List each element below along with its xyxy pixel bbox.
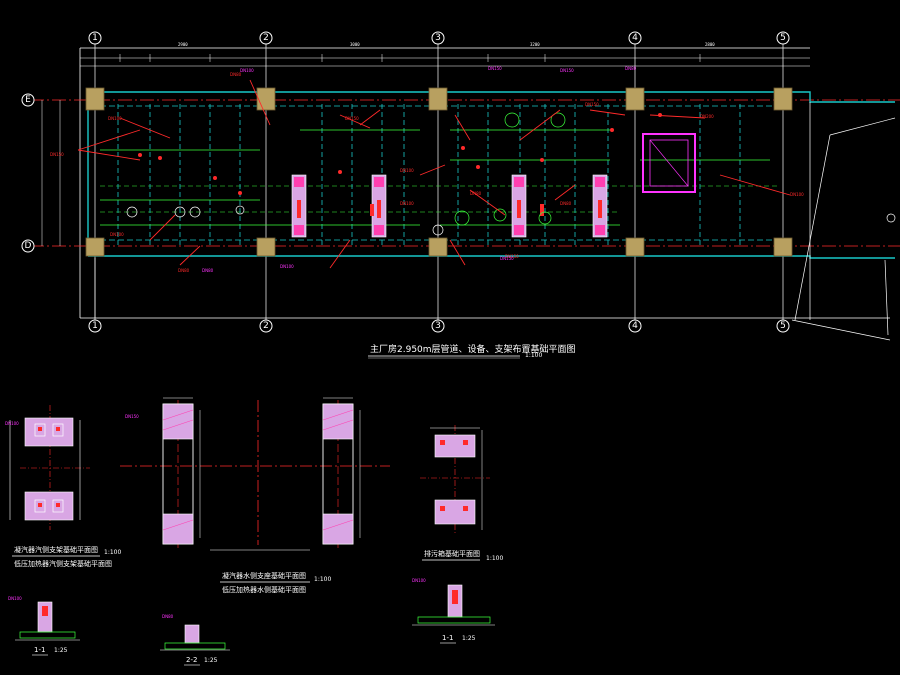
svg-text:DN100: DN100 (280, 264, 294, 269)
detail-middle: DN150 凝汽器水侧支座基础平面图 低压加热器水侧基础平面图 1:100 (120, 397, 390, 594)
svg-text:DN150: DN150 (560, 68, 574, 73)
svg-text:DN80: DN80 (470, 191, 482, 196)
top-dim-4: 2800 (705, 42, 715, 47)
svg-text:DN100: DN100 (400, 168, 414, 173)
section-3-label: 1-1 (442, 634, 453, 642)
grid-axis-bottom: 1 2 3 4 5 (88, 319, 790, 333)
main-plan: DN150 DN100 DN80 DN150 DN100 DN80 DN80 D… (21, 31, 900, 359)
detail-right-scale: 1:100 (486, 555, 503, 562)
section-1: DN100 1-1 1:25 (8, 596, 80, 656)
svg-text:4: 4 (632, 321, 638, 331)
svg-text:2: 2 (263, 321, 269, 331)
section-2-label: 2-2 (186, 656, 197, 664)
section-2: DN80 2-2 1:25 (160, 614, 230, 666)
grid-row-labels: E D (21, 93, 35, 253)
detail-left-title-1: 凝汽器汽侧支架基础平面图 (14, 545, 98, 554)
svg-text:DN80: DN80 (230, 72, 242, 77)
top-dim-3: 3200 (530, 42, 540, 47)
detail-left-title-2: 低压加热器汽侧支架基础平面图 (14, 559, 112, 568)
detail-mid-title-1: 凝汽器水侧支座基础平面图 (222, 571, 306, 580)
svg-text:DN80: DN80 (625, 66, 637, 71)
grid-axis-top: 1 2 3 4 5 (88, 31, 790, 45)
detail-left: DN100 凝汽器汽侧支架基础平面图 低压加热器汽侧支架基础平面图 1:100 (5, 405, 121, 568)
svg-text:DN200: DN200 (700, 114, 714, 119)
svg-text:DN100: DN100 (412, 578, 426, 583)
svg-text:DN100: DN100 (5, 421, 19, 426)
svg-text:DN150: DN150 (505, 254, 519, 259)
section-1-label: 1-1 (34, 646, 45, 654)
section-2-scale: 1:25 (204, 657, 218, 664)
svg-text:DN150: DN150 (500, 256, 514, 261)
section-3: DN100 1-1 1:25 (412, 578, 495, 644)
detail-mid-title-2: 低压加热器水侧基础平面图 (222, 585, 306, 594)
main-plan-scale: 1:100 (525, 352, 542, 359)
detail-right: 排污箱基础平面图 1:100 (420, 425, 503, 562)
detail-mid-scale: 1:100 (314, 576, 331, 583)
svg-text:DN150: DN150 (345, 116, 359, 121)
section-1-scale: 1:25 (54, 647, 68, 654)
svg-text:D: D (25, 241, 32, 251)
main-plan-title: 主厂房2.950m层管道、设备、支架布置基础平面图 (370, 343, 576, 355)
svg-text:DN150: DN150 (50, 152, 64, 157)
svg-text:DN100: DN100 (240, 68, 254, 73)
svg-text:DN80: DN80 (162, 614, 174, 619)
svg-text:5: 5 (780, 33, 786, 43)
svg-text:2: 2 (263, 33, 269, 43)
svg-text:DN150: DN150 (488, 66, 502, 71)
svg-text:5: 5 (780, 321, 786, 331)
svg-text:DN80: DN80 (178, 268, 190, 273)
svg-text:DN150: DN150 (585, 102, 599, 107)
svg-text:DN100: DN100 (790, 192, 804, 197)
svg-text:3: 3 (435, 33, 441, 43)
svg-text:1: 1 (92, 321, 98, 331)
svg-text:3: 3 (435, 321, 441, 331)
svg-text:DN80: DN80 (560, 201, 572, 206)
svg-text:1: 1 (92, 33, 98, 43)
svg-text:DN150: DN150 (125, 414, 139, 419)
svg-text:DN80: DN80 (202, 268, 214, 273)
top-dim-1: 2900 (178, 42, 188, 47)
svg-text:DN100: DN100 (108, 116, 122, 121)
svg-text:4: 4 (632, 33, 638, 43)
top-dim-2: 3000 (350, 42, 360, 47)
svg-text:DN100: DN100 (110, 232, 124, 237)
svg-text:E: E (25, 95, 31, 105)
svg-text:DN100: DN100 (400, 201, 414, 206)
svg-text:DN100: DN100 (8, 596, 22, 601)
section-3-scale: 1:25 (462, 635, 476, 642)
detail-right-title: 排污箱基础平面图 (424, 549, 480, 558)
detail-left-scale: 1:100 (104, 549, 121, 556)
